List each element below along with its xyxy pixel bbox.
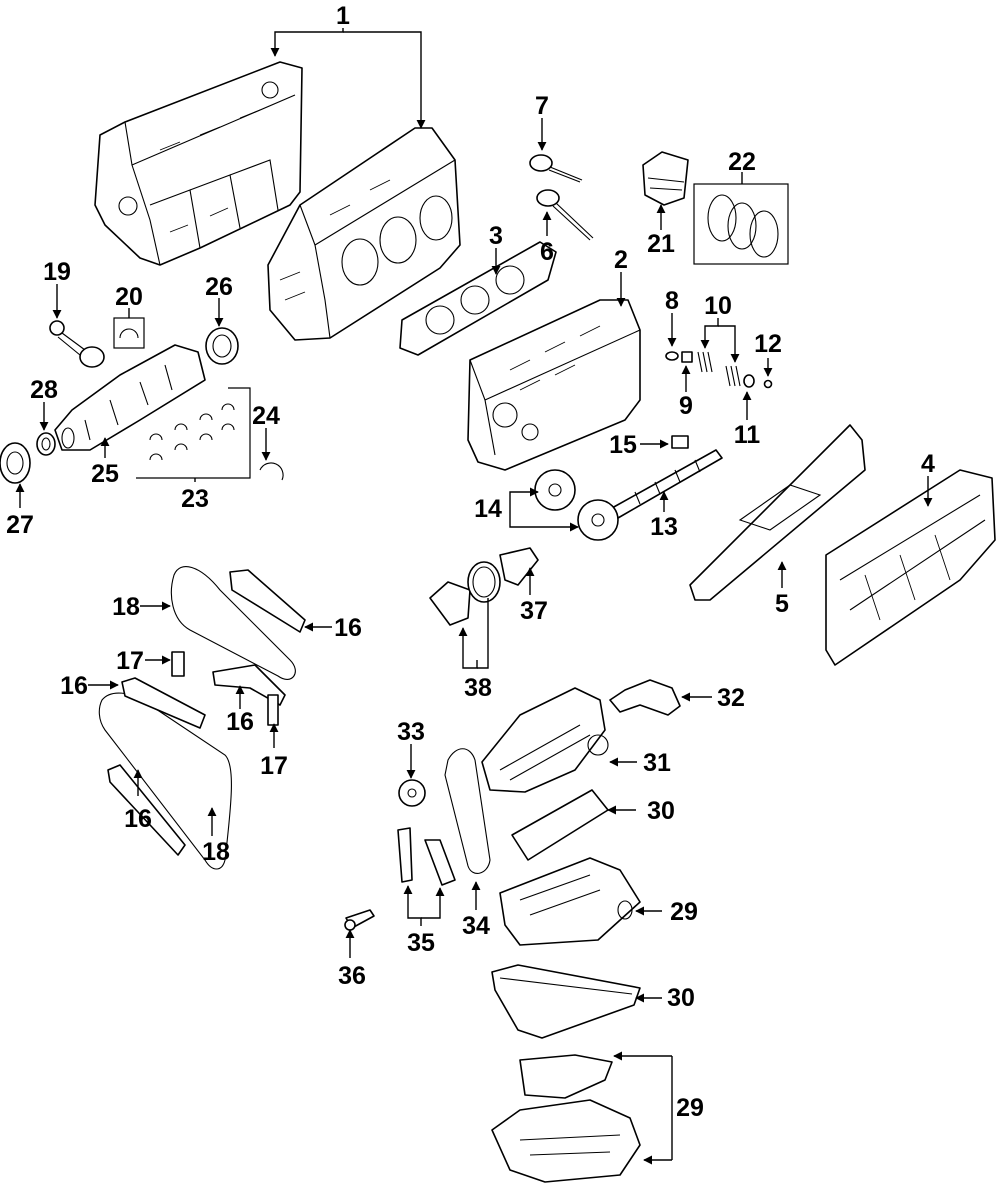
rod-bearing [113, 317, 145, 349]
callout-11: 11 [734, 421, 761, 449]
chain-guide-lower [107, 764, 186, 856]
callout-7: 7 [535, 92, 549, 120]
intake-valve [529, 154, 583, 183]
chain-tensioner-lower [267, 694, 279, 726]
chain-guide-left [121, 677, 206, 729]
callout-10: 10 [704, 292, 732, 320]
callout-labels: 1 7 22 21 6 3 2 19 20 26 8 10 12 9 11 28… [6, 2, 935, 1122]
valve-cover-gasket [689, 424, 866, 601]
oil-pan-upper [499, 857, 641, 946]
exhaust-valve [536, 189, 594, 241]
chain-guide-right [212, 664, 286, 706]
callout-29b: 29 [676, 1094, 704, 1122]
drain-plug [344, 909, 375, 931]
cylinder-head [467, 299, 641, 471]
callout-24: 24 [252, 402, 280, 430]
engine-block-left [94, 61, 303, 266]
oil-pump-guides [397, 827, 456, 886]
crankshaft [54, 344, 206, 451]
cam-bearing-cap [671, 435, 689, 449]
callout-9: 9 [679, 392, 693, 420]
callout-25: 25 [91, 460, 119, 488]
callout-30a: 30 [647, 797, 675, 825]
callout-20: 20 [115, 283, 143, 311]
chain-tensioner-upper [171, 651, 185, 677]
callout-31: 31 [643, 749, 671, 777]
callout-16d: 16 [124, 805, 152, 833]
piston [642, 151, 689, 206]
oil-pump-chain [444, 748, 491, 874]
callout-16a: 16 [334, 614, 362, 642]
callout-35: 35 [407, 929, 435, 957]
callout-6: 6 [540, 238, 554, 266]
callout-22: 22 [728, 148, 756, 176]
callout-27: 27 [6, 511, 34, 539]
crank-pulley [0, 442, 31, 484]
callout-17a: 17 [116, 647, 144, 675]
piston-rings [693, 183, 789, 265]
seal-cover [429, 581, 471, 626]
callout-5: 5 [775, 590, 789, 618]
camshaft [611, 449, 723, 519]
callout-18a: 18 [112, 593, 140, 621]
callout-29a: 29 [670, 898, 698, 926]
callout-34: 34 [462, 912, 490, 940]
callout-1: 1 [336, 2, 350, 30]
valve-seal [665, 351, 679, 361]
callout-30b: 30 [667, 984, 695, 1012]
callout-2: 2 [614, 246, 628, 274]
callout-17b: 17 [260, 752, 288, 780]
leader-lines [15, 28, 933, 1165]
callout-16b: 16 [60, 672, 88, 700]
oil-pickup-tube [609, 679, 681, 716]
callout-8: 8 [665, 287, 679, 315]
main-bearings [136, 387, 251, 479]
oil-pan-lower [491, 1099, 641, 1183]
front-seal [36, 432, 56, 456]
callout-33: 33 [397, 718, 425, 746]
engine-block-center [267, 127, 461, 341]
thrust-washer [259, 462, 284, 481]
rear-main-seal [205, 327, 239, 365]
callout-32: 32 [717, 684, 745, 712]
sleeve [499, 547, 539, 586]
callout-19: 19 [43, 258, 71, 286]
callout-12: 12 [754, 330, 782, 358]
callout-23: 23 [181, 485, 209, 513]
oil-pump-sprocket [398, 779, 426, 807]
valve-spring-seat [681, 351, 693, 363]
callout-21: 21 [647, 230, 675, 258]
valve-cover [825, 469, 996, 666]
callout-28: 28 [30, 376, 58, 404]
o-ring [467, 561, 501, 603]
connecting-rod [49, 320, 105, 368]
callout-26: 26 [205, 273, 233, 301]
valve-retainer [743, 374, 755, 388]
head-gasket [399, 241, 557, 356]
chain-guide-upper [229, 569, 306, 633]
callout-15: 15 [609, 431, 637, 459]
callout-3: 3 [489, 222, 503, 250]
oil-pan-gasket-upper [511, 789, 609, 861]
callout-37: 37 [520, 597, 548, 625]
callout-38: 38 [464, 674, 492, 702]
oil-pan-baffle [519, 1054, 613, 1099]
callout-16c: 16 [226, 708, 254, 736]
callout-18b: 18 [202, 838, 230, 866]
cam-sprocket-upper [534, 469, 576, 511]
callout-36: 36 [338, 962, 366, 990]
callout-4: 4 [921, 450, 935, 478]
valve-springs [697, 351, 741, 387]
oil-pump [481, 687, 609, 793]
cam-sprocket-lower [577, 499, 619, 541]
valve-keeper [763, 379, 773, 389]
callout-13: 13 [650, 513, 678, 541]
callout-14: 14 [474, 495, 502, 523]
upper-timing-chain [170, 566, 296, 680]
oil-pan-gasket-lower [491, 964, 641, 1039]
